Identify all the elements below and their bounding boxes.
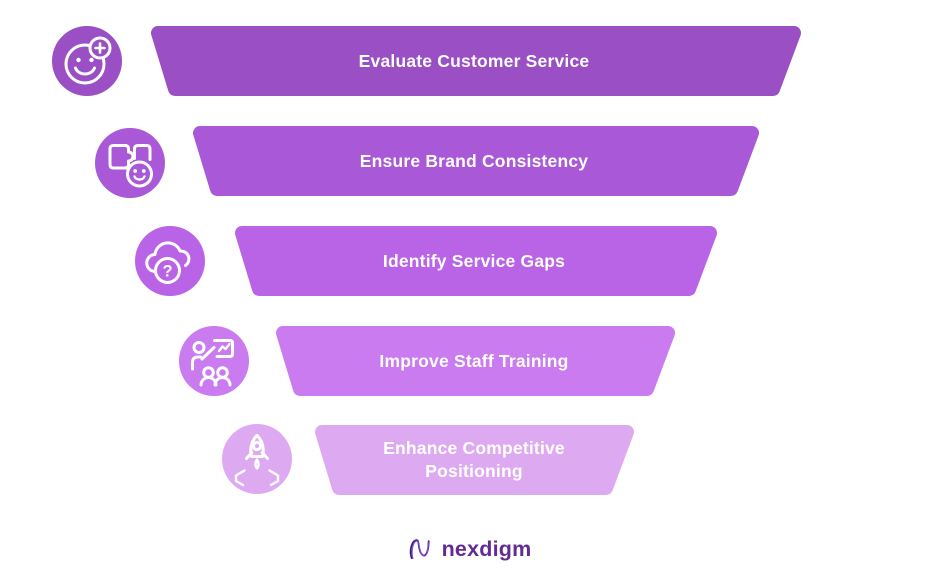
brand-wordmark: nexdigm xyxy=(441,536,532,561)
funnel-label-enhance-competitive-positioning: Enhance Competitive Positioning xyxy=(383,438,565,481)
brand-logo: nexdigm xyxy=(0,532,936,566)
nexdigm-logo-icon xyxy=(409,539,430,560)
funnel-bar-5 xyxy=(315,425,634,495)
funnel-label-ensure-brand-consistency: Ensure Brand Consistency xyxy=(359,150,589,171)
question-mark-glyph: ? xyxy=(162,263,172,281)
people-training-icon xyxy=(179,326,249,396)
funnel-bar-1 xyxy=(151,26,801,96)
funnel-bar-3 xyxy=(235,226,717,296)
funnel-label-evaluate-customer-service: Evaluate Customer Service xyxy=(358,50,590,71)
rocket-launch-icon xyxy=(222,424,292,494)
funnel-label-identify-service-gaps: Identify Service Gaps xyxy=(382,250,566,271)
cloud-question-icon: ? xyxy=(135,226,205,296)
funnel-bar-2 xyxy=(193,126,759,196)
puzzle-smiley-icon xyxy=(95,128,165,198)
funnel-bar-4 xyxy=(276,326,675,396)
smiley-plus-icon xyxy=(52,26,122,96)
funnel-label-improve-staff-training: Improve Staff Training xyxy=(379,350,569,371)
